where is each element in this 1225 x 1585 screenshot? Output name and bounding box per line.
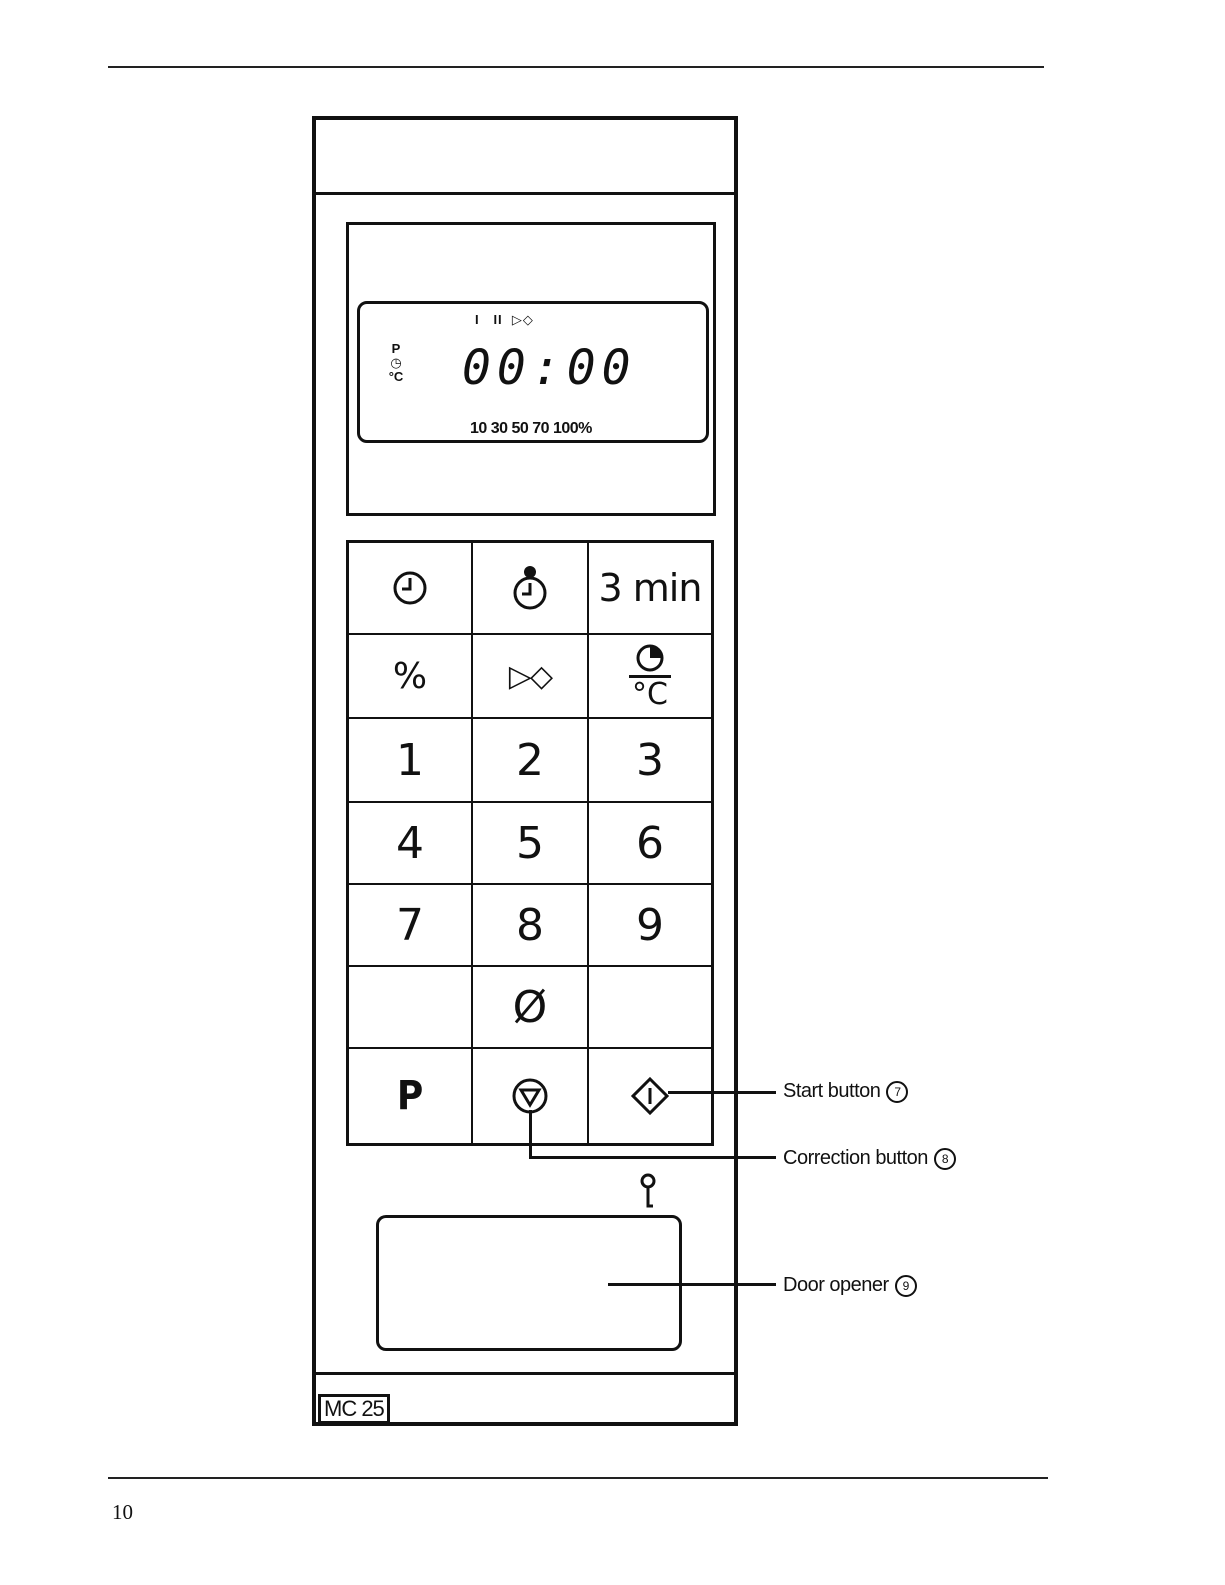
three-min-button[interactable]: 3 min [589,543,711,635]
page-number: 10 [112,1500,133,1525]
digit-6-button[interactable]: 6 [589,803,711,885]
top-rule [108,66,1044,68]
power-level-scale: 10 30 50 70 100% [470,420,592,438]
digit-3-button[interactable]: 3 [589,719,711,803]
stage-indicators: I II ▷◇ [475,312,534,328]
correction-leader-horizontal [529,1156,776,1159]
program-indicator: P [386,342,406,356]
digit-9-button[interactable]: 9 [589,885,711,967]
timer-icon [510,565,550,611]
start-callout-label: Start button [783,1080,880,1102]
time-readout: 00:00 [462,340,637,396]
start-callout-number: 7 [886,1081,908,1103]
program-button[interactable]: P [349,1049,473,1143]
correction-callout-label: Correction button [783,1147,928,1169]
door-callout-label: Door opener [783,1274,889,1296]
digit-1-button[interactable]: 1 [349,719,473,803]
digit-8-button[interactable]: 8 [473,885,589,967]
digit-7-button[interactable]: 7 [349,885,473,967]
digit-0-button[interactable]: Ø [473,967,589,1049]
keypad: 3 min % ▷◇ °C 1 2 3 4 5 6 7 8 9 Ø P [346,540,714,1146]
model-badge: MC 25 [318,1394,390,1424]
digit-5-button[interactable]: 5 [473,803,589,885]
clock-quarter-icon [635,643,665,673]
blank-key-right [589,967,711,1049]
timer-button[interactable] [473,543,589,635]
correction-button-callout: Correction button 8 [783,1147,956,1170]
temperature-indicator: °C [386,370,406,384]
timer-indicator: ◷ [386,356,406,370]
start-button[interactable] [589,1049,711,1143]
digit-2-button[interactable]: 2 [473,719,589,803]
microwave-control-panel: I II ▷◇ P ◷ °C 00:00 10 30 50 70 100% 3 … [312,116,738,1426]
panel-divider [316,192,734,195]
door-leader-line [608,1283,776,1286]
power-percent-button[interactable]: % [349,635,473,719]
lcd-display: I II ▷◇ P ◷ °C 00:00 10 30 50 70 100% [357,301,709,443]
door-callout-number: 9 [895,1275,917,1297]
start-icon [630,1076,670,1116]
bottom-rule [108,1477,1048,1479]
phase-button[interactable]: ▷◇ [473,635,589,719]
mode-indicators: P ◷ °C [386,342,406,384]
correction-callout-number: 8 [934,1148,956,1170]
start-leader-line [668,1091,776,1094]
temperature-time-button[interactable]: °C [589,635,711,719]
key-lock-icon [636,1172,660,1210]
celsius-label: °C [632,680,668,710]
start-button-callout: Start button 7 [783,1080,908,1103]
digit-4-button[interactable]: 4 [349,803,473,885]
clock-button[interactable] [349,543,473,635]
door-opener-callout: Door opener 9 [783,1274,917,1297]
correction-leader-vertical [529,1110,532,1158]
blank-key-left [349,967,473,1049]
temperature-key-content: °C [629,643,671,710]
clock-icon [391,569,429,607]
panel-divider-bottom [316,1372,734,1375]
display-frame: I II ▷◇ P ◷ °C 00:00 10 30 50 70 100% [346,222,716,516]
